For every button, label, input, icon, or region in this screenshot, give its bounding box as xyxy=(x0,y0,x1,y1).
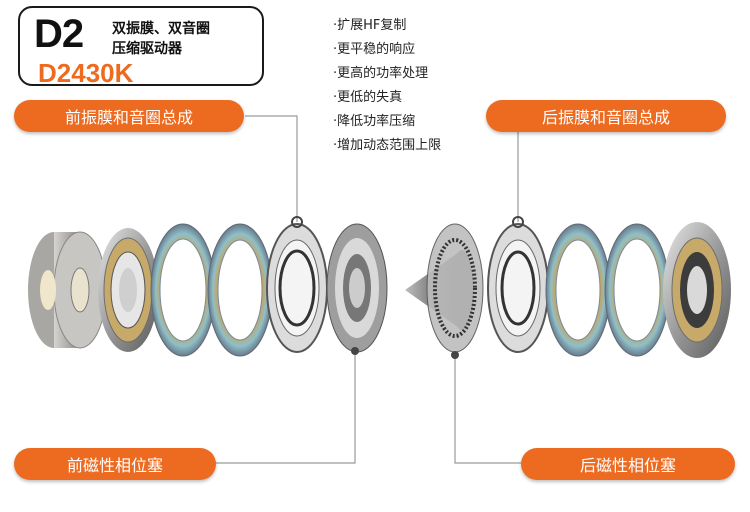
spacer-ring-1 xyxy=(150,223,216,357)
callout-front-phase-plug: 前磁性相位塞 xyxy=(14,448,216,480)
spacer-ring-3 xyxy=(545,223,611,357)
feature-list: ·扩展HF复制 ·更平稳的响应 ·更高的功率处理 ·更低的失真 ·降低功率压缩 … xyxy=(333,14,441,158)
subtitle-line-2: 压缩驱动器 xyxy=(112,41,182,57)
model-name: D2 xyxy=(34,12,84,56)
rear-magnet-assembly xyxy=(663,222,731,358)
spacer-ring-4 xyxy=(604,223,670,357)
front-magnet-block xyxy=(28,231,107,349)
feature-item: ·扩展HF复制 xyxy=(333,18,407,33)
diaphragm-assembly-front xyxy=(98,228,158,352)
feature-item: ·增加动态范围上限 xyxy=(333,138,442,153)
rear-phase-plug xyxy=(426,223,484,359)
callout-front-diaphragm: 前振膜和音圈总成 xyxy=(14,100,244,132)
feature-item: ·降低功率压缩 xyxy=(333,114,416,129)
title-card: D2 双振膜、双音圈 压缩驱动器 D2430K xyxy=(18,6,264,88)
front-phase-plug xyxy=(326,223,388,355)
feature-item: ·更高的功率处理 xyxy=(333,66,429,81)
front-diaphragm-coil xyxy=(266,216,328,353)
spacer-ring-2 xyxy=(207,223,273,357)
feature-item: ·更平稳的响应 xyxy=(333,42,416,57)
model-code: D2430K xyxy=(38,58,134,88)
callout-rear-phase-plug: 后磁性相位塞 xyxy=(521,448,735,480)
rear-diaphragm-coil xyxy=(487,216,549,353)
callout-rear-diaphragm: 后振膜和音圈总成 xyxy=(486,100,726,132)
subtitle-line-1: 双振膜、双音圈 xyxy=(112,21,210,37)
feature-item: ·更低的失真 xyxy=(333,90,403,105)
